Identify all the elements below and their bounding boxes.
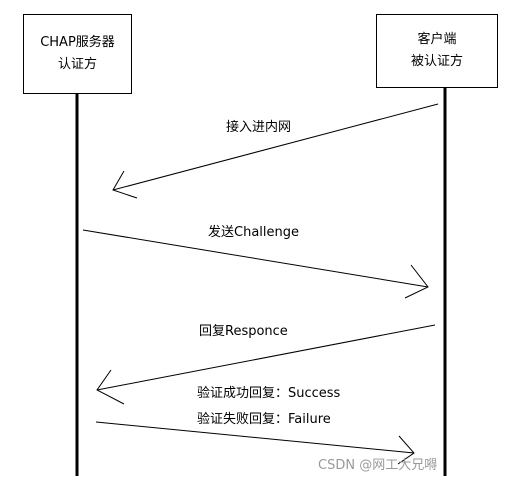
watermark-text: CSDN @网工大兄嘚	[318, 458, 438, 473]
client-participant-box: 客户端 被认证方	[376, 14, 498, 88]
client-role-label: 被认证方	[410, 54, 463, 69]
server-name-label: CHAP服务器	[40, 35, 115, 50]
message-label-success: 验证成功回复：Success	[197, 386, 341, 401]
server-role-label: 认证方	[57, 57, 97, 72]
message-label-response: 回复Responce	[199, 324, 288, 339]
message-label-send-challenge: 发送Challenge	[208, 225, 299, 240]
message-label-access-network: 接入进内网	[226, 120, 292, 135]
message-arrow-4	[95, 421, 415, 465]
server-participant-box: CHAP服务器 认证方	[23, 14, 132, 94]
message-arrow-1	[112, 103, 439, 199]
message-label-failure: 验证失败回复：Failure	[197, 412, 331, 427]
message-arrow-2	[82, 229, 429, 299]
client-name-label: 客户端	[417, 32, 457, 47]
message-arrow-3	[96, 324, 436, 405]
